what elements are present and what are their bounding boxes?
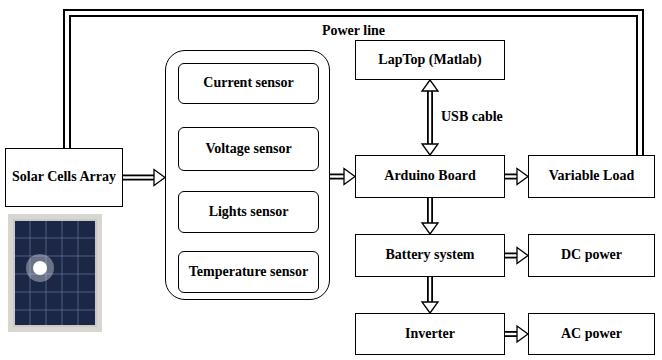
output-box: DC power bbox=[528, 234, 655, 277]
arrow-head bbox=[344, 169, 355, 185]
double-arrow bbox=[422, 198, 438, 234]
double-arrow bbox=[505, 169, 528, 185]
controller-box: Arduino Board bbox=[355, 155, 505, 198]
box-label: Lights sensor bbox=[209, 204, 289, 221]
connector-label: USB cable bbox=[439, 109, 505, 126]
connector-inner bbox=[505, 254, 518, 256]
arrow-head bbox=[422, 223, 438, 234]
box-label: Solar Cells Array bbox=[12, 169, 116, 186]
box-label: Current sensor bbox=[203, 75, 293, 92]
connector-inner bbox=[505, 333, 518, 335]
connector-outline bbox=[67, 13, 640, 155]
box-label: Arduino Board bbox=[384, 168, 475, 185]
box-label: Battery system bbox=[385, 247, 474, 264]
connector-outline bbox=[505, 174, 518, 180]
double-arrow bbox=[330, 169, 355, 185]
box-label: Temperature sensor bbox=[189, 264, 308, 281]
box-label: Voltage sensor bbox=[205, 141, 291, 158]
connector-outline bbox=[427, 90, 433, 145]
connector-inner bbox=[429, 277, 431, 303]
sensor-box: Lights sensor bbox=[178, 191, 319, 233]
computer-box: LapTop (Matlab) bbox=[355, 40, 505, 80]
connector-inner bbox=[505, 175, 518, 177]
sun-glare bbox=[33, 261, 47, 275]
panel-frame bbox=[14, 220, 96, 326]
double-arrow bbox=[505, 248, 528, 264]
double-arrow bbox=[422, 80, 438, 155]
arrow-head bbox=[422, 302, 438, 313]
double-arrow bbox=[505, 326, 528, 342]
double-arrow bbox=[123, 170, 165, 186]
connector-inner bbox=[67, 13, 640, 155]
arrow-head bbox=[517, 169, 528, 185]
arrow-head bbox=[422, 144, 438, 155]
arrow-head bbox=[422, 80, 438, 91]
connector-outline bbox=[505, 331, 518, 337]
arrow-head bbox=[517, 248, 528, 264]
load-box: Variable Load bbox=[528, 155, 655, 198]
box-label: Inverter bbox=[405, 326, 455, 343]
sun-glare-halo bbox=[26, 254, 54, 282]
connector-inner bbox=[429, 90, 431, 145]
box-label: Variable Load bbox=[549, 168, 634, 185]
connector-outline bbox=[427, 198, 433, 224]
box-label: DC power bbox=[561, 247, 622, 264]
arrow-head bbox=[517, 326, 528, 342]
double-arrow bbox=[422, 277, 438, 313]
connector-inner bbox=[429, 198, 431, 224]
arrow-head bbox=[154, 170, 165, 186]
power-line bbox=[67, 13, 640, 155]
panel-cell-grid bbox=[15, 221, 95, 325]
connector-outline bbox=[505, 253, 518, 259]
connector-outline bbox=[123, 175, 155, 181]
photo-background bbox=[8, 214, 102, 332]
inverter-box: Inverter bbox=[355, 313, 505, 355]
sensor-group: Current sensorVoltage sensorLights senso… bbox=[165, 50, 330, 300]
output-box: AC power bbox=[528, 313, 655, 355]
connector-inner bbox=[123, 176, 155, 178]
sensor-box: Voltage sensor bbox=[178, 127, 319, 171]
connector-inner bbox=[330, 175, 345, 177]
source-box: Solar Cells Array bbox=[5, 148, 123, 207]
sensor-box: Current sensor bbox=[178, 63, 319, 104]
box-label: AC power bbox=[561, 326, 622, 343]
box-label: LapTop (Matlab) bbox=[378, 52, 481, 69]
sensor-box: Temperature sensor bbox=[178, 251, 319, 293]
connector-label: Power line bbox=[320, 23, 387, 40]
connector-outline bbox=[427, 277, 433, 303]
battery-box: Battery system bbox=[355, 234, 505, 277]
connector-outline bbox=[330, 174, 345, 180]
